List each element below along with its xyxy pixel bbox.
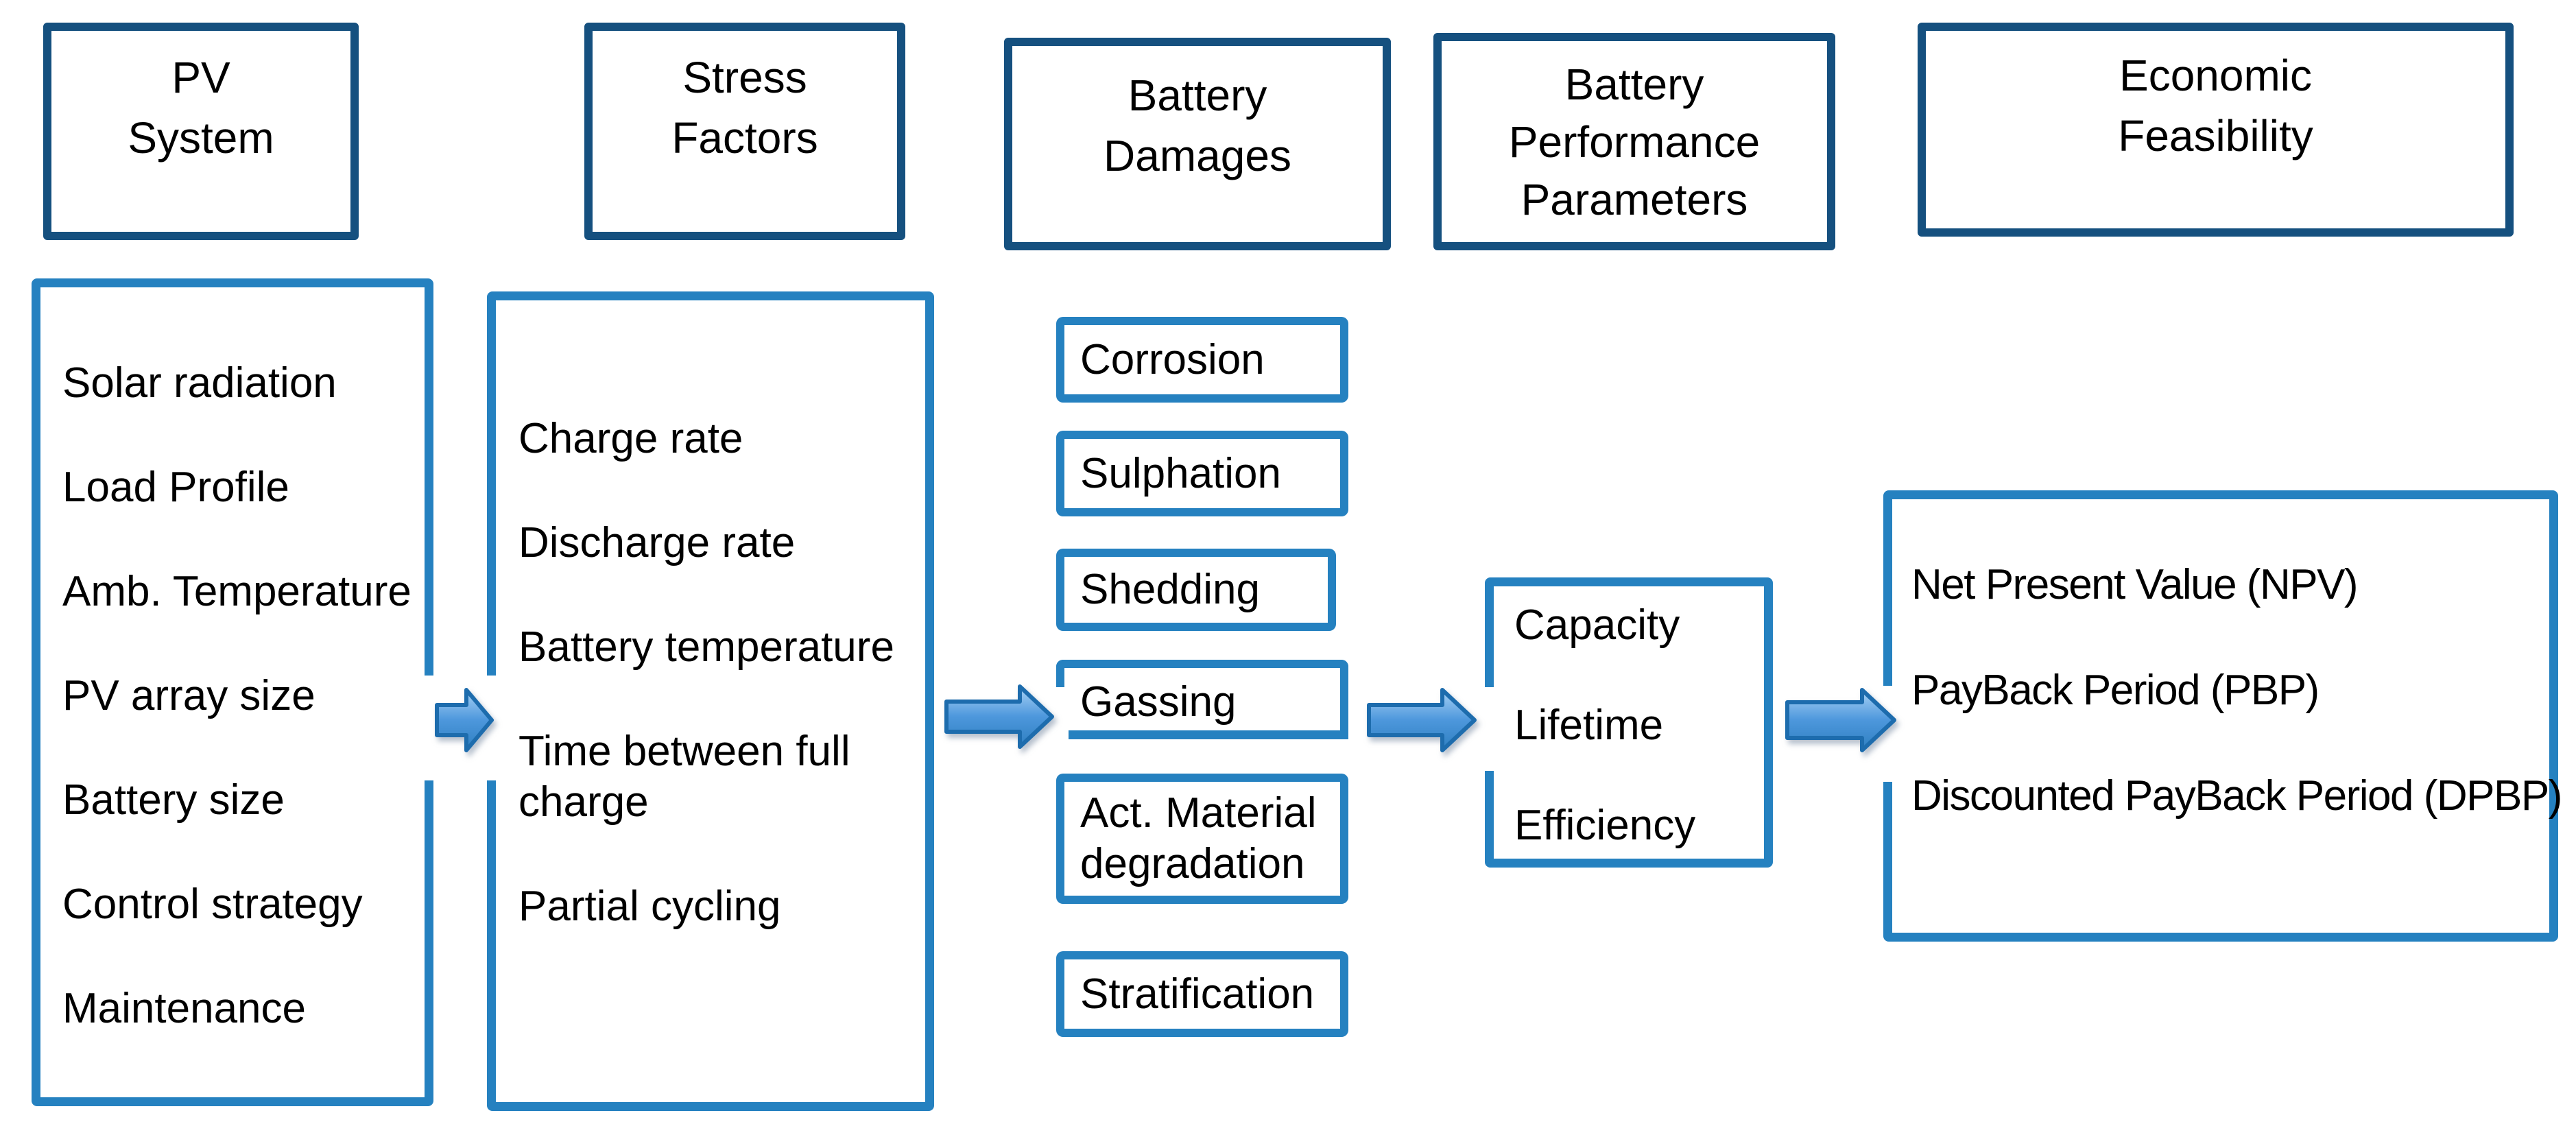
damage-box-shedding: Shedding	[1056, 549, 1336, 631]
list-item: Charge rate	[518, 415, 743, 462]
list-item: Battery temperature	[518, 623, 894, 671]
damage-box-corrosion: Corrosion	[1056, 317, 1348, 403]
list-item: Lifetime	[1514, 702, 1664, 749]
list-item: Maintenance	[62, 985, 307, 1032]
arrow-shape	[1785, 688, 1896, 752]
list-item: Discharge rate	[518, 519, 796, 566]
flow-arrow-1	[435, 688, 494, 752]
list-item: Solar radiation	[62, 359, 337, 407]
damage-box-sulphation: Sulphation	[1056, 431, 1348, 516]
list-item: Amb. Temperature	[62, 568, 412, 615]
list-item: PayBack Period (PBP)	[1911, 667, 2319, 714]
list-item: Efficiency	[1514, 802, 1696, 849]
list-item: PV array size	[62, 672, 315, 719]
header-pv-system: PV System	[43, 23, 359, 240]
pv-system-box: Solar radiation Load Profile Amb. Temper…	[32, 278, 433, 1106]
header-battery-damages: Battery Damages	[1004, 38, 1391, 250]
flow-arrow-2	[944, 684, 1054, 749]
header-stress-factors: Stress Factors	[584, 23, 905, 240]
list-item: Time between full charge	[518, 728, 850, 826]
arrow-shape	[435, 688, 494, 752]
damage-box-act-material-degradation: Act. Material degradation	[1056, 774, 1348, 904]
gassing-box-bottom-line	[1069, 730, 1348, 739]
list-item: Capacity	[1514, 601, 1680, 649]
list-item: Net Present Value (NPV)	[1911, 561, 2359, 608]
header-battery-performance-parameters: Battery Performance Parameters	[1433, 33, 1835, 250]
damage-box-gassing: Gassing	[1056, 660, 1348, 736]
arrow-shape	[944, 684, 1054, 749]
list-item: Control strategy	[62, 881, 363, 928]
border-knockout	[1479, 687, 1503, 771]
list-item: Load Profile	[62, 464, 289, 511]
header-economic-feasibility: Economic Feasibility	[1918, 23, 2514, 237]
list-item: Discounted PayBack Period (DPBP)	[1911, 772, 2562, 820]
border-knockout	[1051, 687, 1071, 750]
economic-feasibility-box: Net Present Value (NPV) PayBack Period (…	[1883, 490, 2562, 942]
flow-arrow-4	[1785, 688, 1896, 752]
arrow-shape	[1367, 688, 1477, 752]
battery-performance-box: Capacity Lifetime Efficiency	[1485, 577, 1773, 868]
list-item: Partial cycling	[518, 883, 781, 930]
stress-factors-box: Charge rate Discharge rate Battery tempe…	[487, 291, 934, 1111]
list-item: Battery size	[62, 776, 285, 824]
flow-arrow-3	[1367, 688, 1477, 752]
damage-box-stratification: Stratification	[1056, 951, 1348, 1037]
